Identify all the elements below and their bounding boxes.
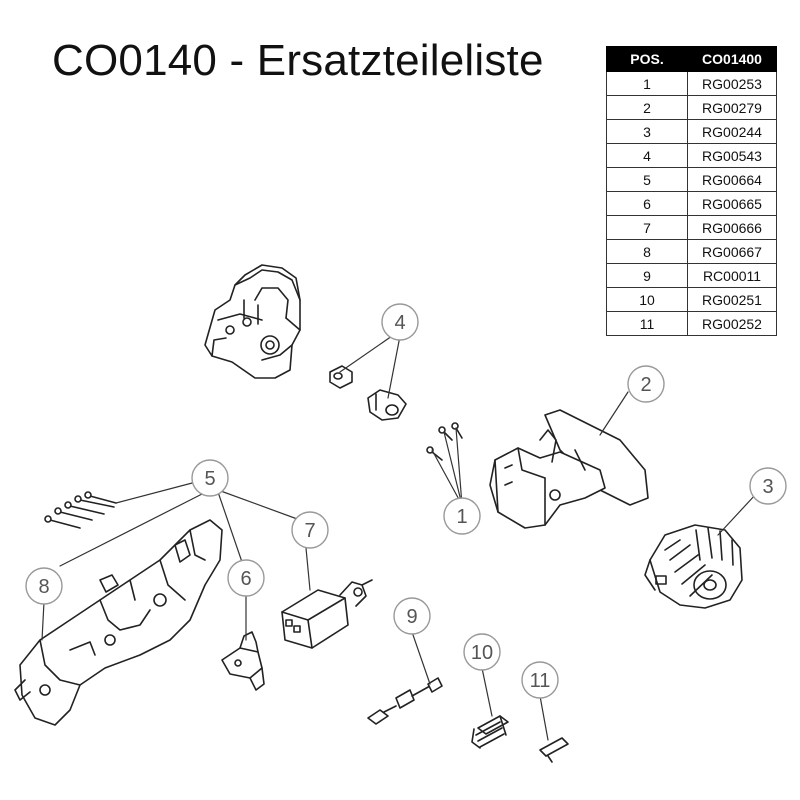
page-title: CO0140 - Ersatzteileliste bbox=[52, 36, 544, 85]
row-code: RG00279 bbox=[687, 95, 777, 120]
callout-circle-6 bbox=[227, 559, 265, 597]
row-pos: 11 bbox=[606, 311, 688, 336]
row-pos: 10 bbox=[606, 287, 688, 312]
guide-bar-bracket-part bbox=[489, 409, 649, 529]
row-code: RG00667 bbox=[687, 239, 777, 264]
row-code: RG00664 bbox=[687, 167, 777, 192]
callout-label-4: 4 bbox=[394, 312, 405, 334]
callout-label-7: 7 bbox=[304, 520, 315, 542]
leader-lines bbox=[41, 335, 757, 741]
row-pos: 7 bbox=[606, 215, 688, 240]
bushing-part bbox=[329, 365, 407, 421]
row-code: RG00252 bbox=[687, 311, 777, 336]
callout-label-3: 3 bbox=[762, 476, 773, 498]
row-pos: 9 bbox=[606, 263, 688, 288]
callout-label-11: 11 bbox=[530, 670, 551, 692]
row-code: RG00543 bbox=[687, 143, 777, 168]
callout-circle-2 bbox=[627, 365, 665, 403]
callout-circle-1 bbox=[443, 497, 481, 535]
callout-label-6: 6 bbox=[240, 568, 251, 590]
column-header-pos: POS. bbox=[606, 46, 688, 72]
gearbox-housing-part bbox=[204, 264, 301, 379]
row-code: RG00251 bbox=[687, 287, 777, 312]
callout-label-2: 2 bbox=[640, 374, 651, 396]
switch-block-part bbox=[281, 579, 373, 649]
callout-label-10: 10 bbox=[471, 642, 493, 664]
callout-circle-10 bbox=[463, 633, 501, 671]
bolts-part bbox=[44, 491, 117, 529]
table-header-row: POS. CO01400 bbox=[606, 46, 777, 72]
cable-part bbox=[367, 677, 443, 725]
handle-housing-part bbox=[14, 519, 223, 726]
callout-circle-9 bbox=[393, 597, 431, 635]
callout-label-8: 8 bbox=[38, 576, 49, 598]
column-header-code: CO01400 bbox=[687, 46, 777, 72]
callout-label-9: 9 bbox=[406, 606, 417, 628]
pin-part bbox=[539, 737, 569, 763]
row-code: RG00665 bbox=[687, 191, 777, 216]
callout-circle-4 bbox=[381, 303, 419, 341]
callout-circle-11 bbox=[521, 661, 559, 699]
row-pos: 6 bbox=[606, 191, 688, 216]
callout-label-5: 5 bbox=[204, 468, 215, 490]
row-pos: 3 bbox=[606, 119, 688, 144]
screws-part bbox=[426, 422, 463, 461]
callout-label-1: 1 bbox=[456, 506, 467, 528]
spring-part bbox=[471, 715, 509, 749]
callout-circle-7 bbox=[291, 511, 329, 549]
switch-part bbox=[221, 631, 265, 691]
motor-part bbox=[644, 524, 743, 609]
callout-circle-3 bbox=[749, 467, 787, 505]
callout-circle-8 bbox=[25, 567, 63, 605]
callout-circle-5 bbox=[191, 459, 229, 497]
